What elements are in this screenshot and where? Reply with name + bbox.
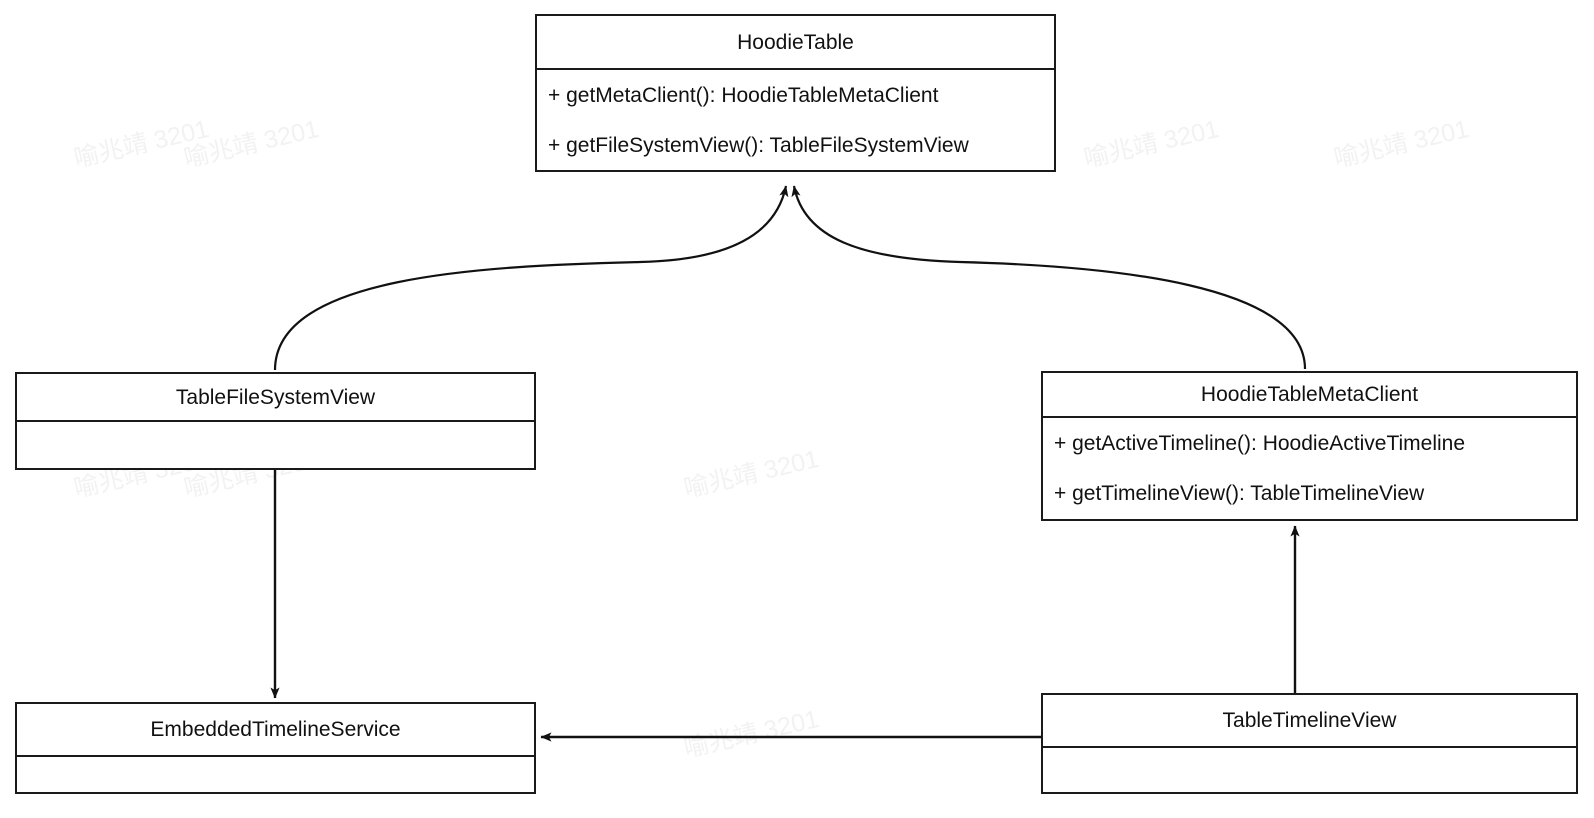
- class-name-embeddedtimelineservice: EmbeddedTimelineService: [17, 704, 534, 757]
- class-member: + getActiveTimeline(): HoodieActiveTimel…: [1054, 431, 1466, 455]
- watermark-text: 喻兆靖 3201: [1331, 114, 1472, 174]
- class-box-hoodie-table[interactable]: HoodieTable + getMetaClient(): HoodieTab…: [535, 14, 1056, 172]
- edge-hoodietablemetaclient-to-hoodietable: [791, 185, 1307, 370]
- class-members-hoodietablemetaclient: + getActiveTimeline(): HoodieActiveTimel…: [1043, 418, 1576, 519]
- class-member: + getFileSystemView(): TableFileSystemVi…: [548, 133, 969, 157]
- class-name-tablefilesystemview: TableFileSystemView: [17, 374, 534, 422]
- class-box-tablefilesystemview[interactable]: TableFileSystemView: [15, 372, 536, 470]
- class-members-tablefilesystemview: [17, 422, 534, 468]
- class-member: + getMetaClient(): HoodieTableMetaClient: [548, 83, 939, 107]
- watermark-text: 喻兆靖 3201: [681, 444, 822, 504]
- watermark-text: 喻兆靖 3201: [681, 704, 822, 764]
- class-name-hoodie-table: HoodieTable: [537, 16, 1054, 70]
- class-members-embeddedtimelineservice: [17, 757, 534, 792]
- class-box-tabletimelineview[interactable]: TableTimelineView: [1041, 693, 1578, 794]
- edge-tablefilesystemview-to-hoodietable: [273, 185, 789, 371]
- watermark-text: 喻兆靖 3201: [71, 114, 212, 174]
- class-box-hoodietablemetaclient[interactable]: HoodieTableMetaClient + getActiveTimelin…: [1041, 371, 1578, 521]
- class-name-hoodietablemetaclient: HoodieTableMetaClient: [1043, 373, 1576, 418]
- class-name-tabletimelineview: TableTimelineView: [1043, 695, 1576, 748]
- class-box-embeddedtimelineservice[interactable]: EmbeddedTimelineService: [15, 702, 536, 794]
- class-members-hoodie-table: + getMetaClient(): HoodieTableMetaClient…: [537, 70, 1054, 170]
- watermark-text: 喻兆靖 3201: [181, 114, 322, 174]
- watermark-text: 喻兆靖 3201: [1081, 114, 1222, 174]
- class-member: + getTimelineView(): TableTimelineView: [1054, 482, 1425, 506]
- class-members-tabletimelineview: [1043, 748, 1576, 792]
